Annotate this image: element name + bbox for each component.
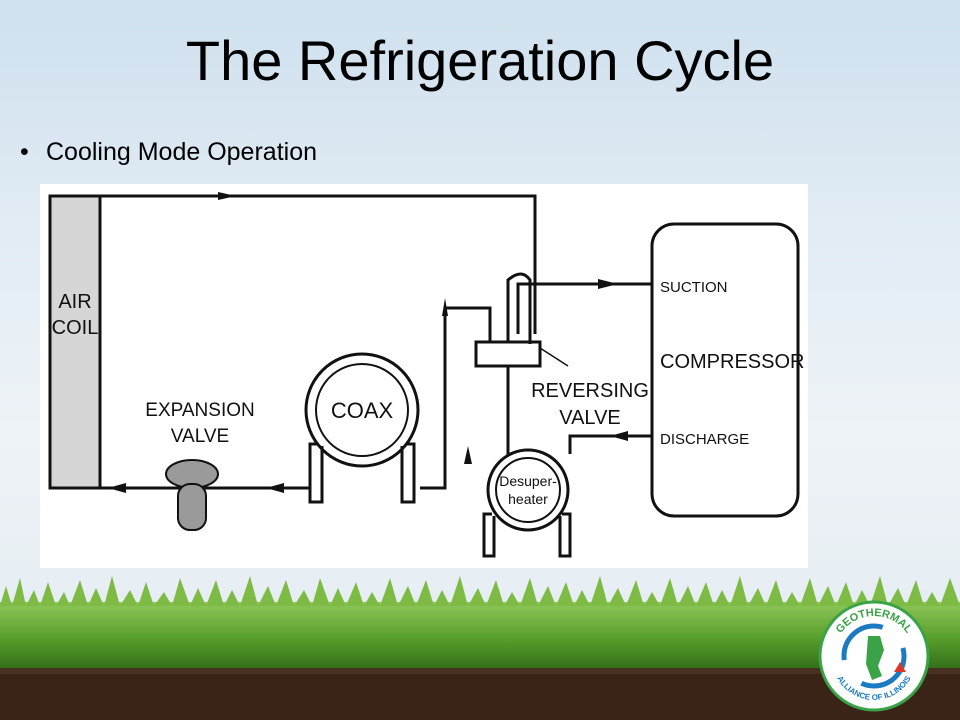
air-coil-box	[48, 194, 102, 490]
diagram-svg: AIR COIL REVERSING VALVE SUCTION COMPRES…	[48, 192, 804, 558]
coax-inner	[315, 363, 409, 457]
coax-leg-right	[400, 442, 416, 504]
compressor-box	[650, 222, 800, 518]
flow-arrow-bottom-left	[108, 483, 126, 493]
air-coil-label-line2: COIL	[52, 317, 99, 339]
expansion-valve-label-line2: VALVE	[171, 426, 229, 447]
bullet-text: Cooling Mode Operation	[46, 138, 317, 166]
reversing-valve-label-line2: VALVE	[559, 407, 621, 429]
logo-red-arrow-icon	[894, 662, 906, 672]
reversing-valve-leader	[539, 347, 569, 367]
reversing-valve-label-line1: REVERSING	[531, 380, 649, 402]
discharge-pipe	[568, 434, 652, 454]
desuperheater-inner	[495, 457, 561, 523]
flow-arrow-coax-up	[442, 298, 448, 316]
flow-arrow-top	[218, 192, 236, 200]
top-pipe	[100, 194, 537, 334]
flow-arrow-discharge	[610, 431, 628, 441]
compressor-label: COMPRESSOR	[660, 351, 804, 373]
grass-ground-background	[0, 576, 960, 720]
flow-arrow-bottom-right	[266, 483, 284, 493]
desuperheater-leg-left	[482, 512, 496, 558]
coax-label: COAX	[331, 398, 394, 423]
illinois-shape-icon	[866, 636, 884, 680]
air-coil-label-line1: AIR	[58, 291, 91, 313]
flow-arrow-suction	[598, 279, 618, 289]
slide-title: The Refrigeration Cycle	[185, 29, 775, 92]
logo-cycle-arrows	[841, 623, 907, 689]
expansion-valve-label-line1: EXPANSION	[145, 400, 254, 421]
desuperheater-leg-right	[558, 512, 572, 558]
reversing-valve-body	[474, 340, 542, 368]
discharge-label: DISCHARGE	[660, 431, 749, 448]
flow-arrow-desuper-up	[464, 446, 472, 464]
geothermal-alliance-logo: GEOTHERMAL ALLIANCE OF ILLINOIS	[818, 600, 930, 712]
coax-leg-left	[308, 442, 324, 504]
reversing-valve-utube	[506, 272, 532, 344]
desuperheater-label-line2: heater	[508, 491, 548, 507]
suction-pipe	[516, 282, 652, 334]
suction-label: SUCTION	[660, 279, 728, 296]
bullet-item: • Cooling Mode Operation	[20, 138, 317, 167]
desuperheater-label-line1: Desuper-	[499, 473, 557, 489]
expansion-valve-body	[177, 483, 207, 531]
refrigeration-diagram: AIR COIL REVERSING VALVE SUCTION COMPRES…	[40, 184, 808, 568]
bullet-symbol: •	[20, 138, 29, 166]
coax-to-valve-pipe	[420, 306, 492, 490]
